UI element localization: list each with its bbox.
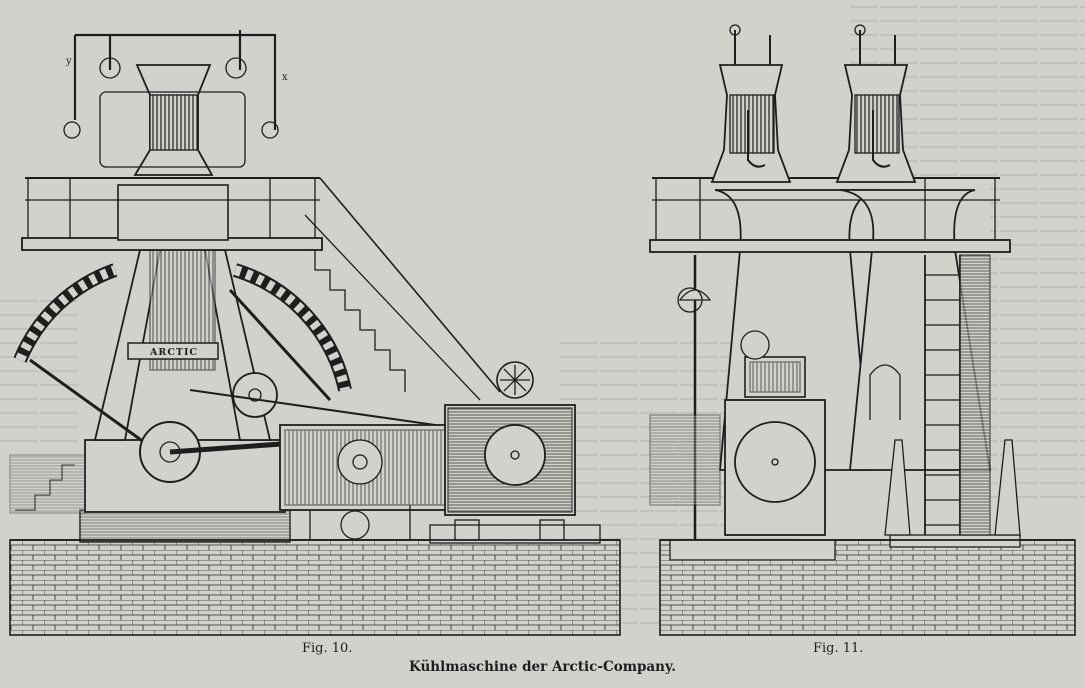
- arctic-nameplate: ARCTIC: [149, 347, 198, 358]
- marker-x: x: [282, 72, 288, 83]
- figure-10-side-elevation: y x: [9, 30, 621, 636]
- figure-caption: Kühlmaschine der Arctic-Company.: [409, 659, 676, 675]
- marker-y: y: [65, 56, 72, 67]
- figure-11-front-elevation: [649, 24, 1076, 636]
- figure-11-label: Fig. 11.: [813, 641, 864, 656]
- figure-10-label: Fig. 10.: [302, 641, 353, 656]
